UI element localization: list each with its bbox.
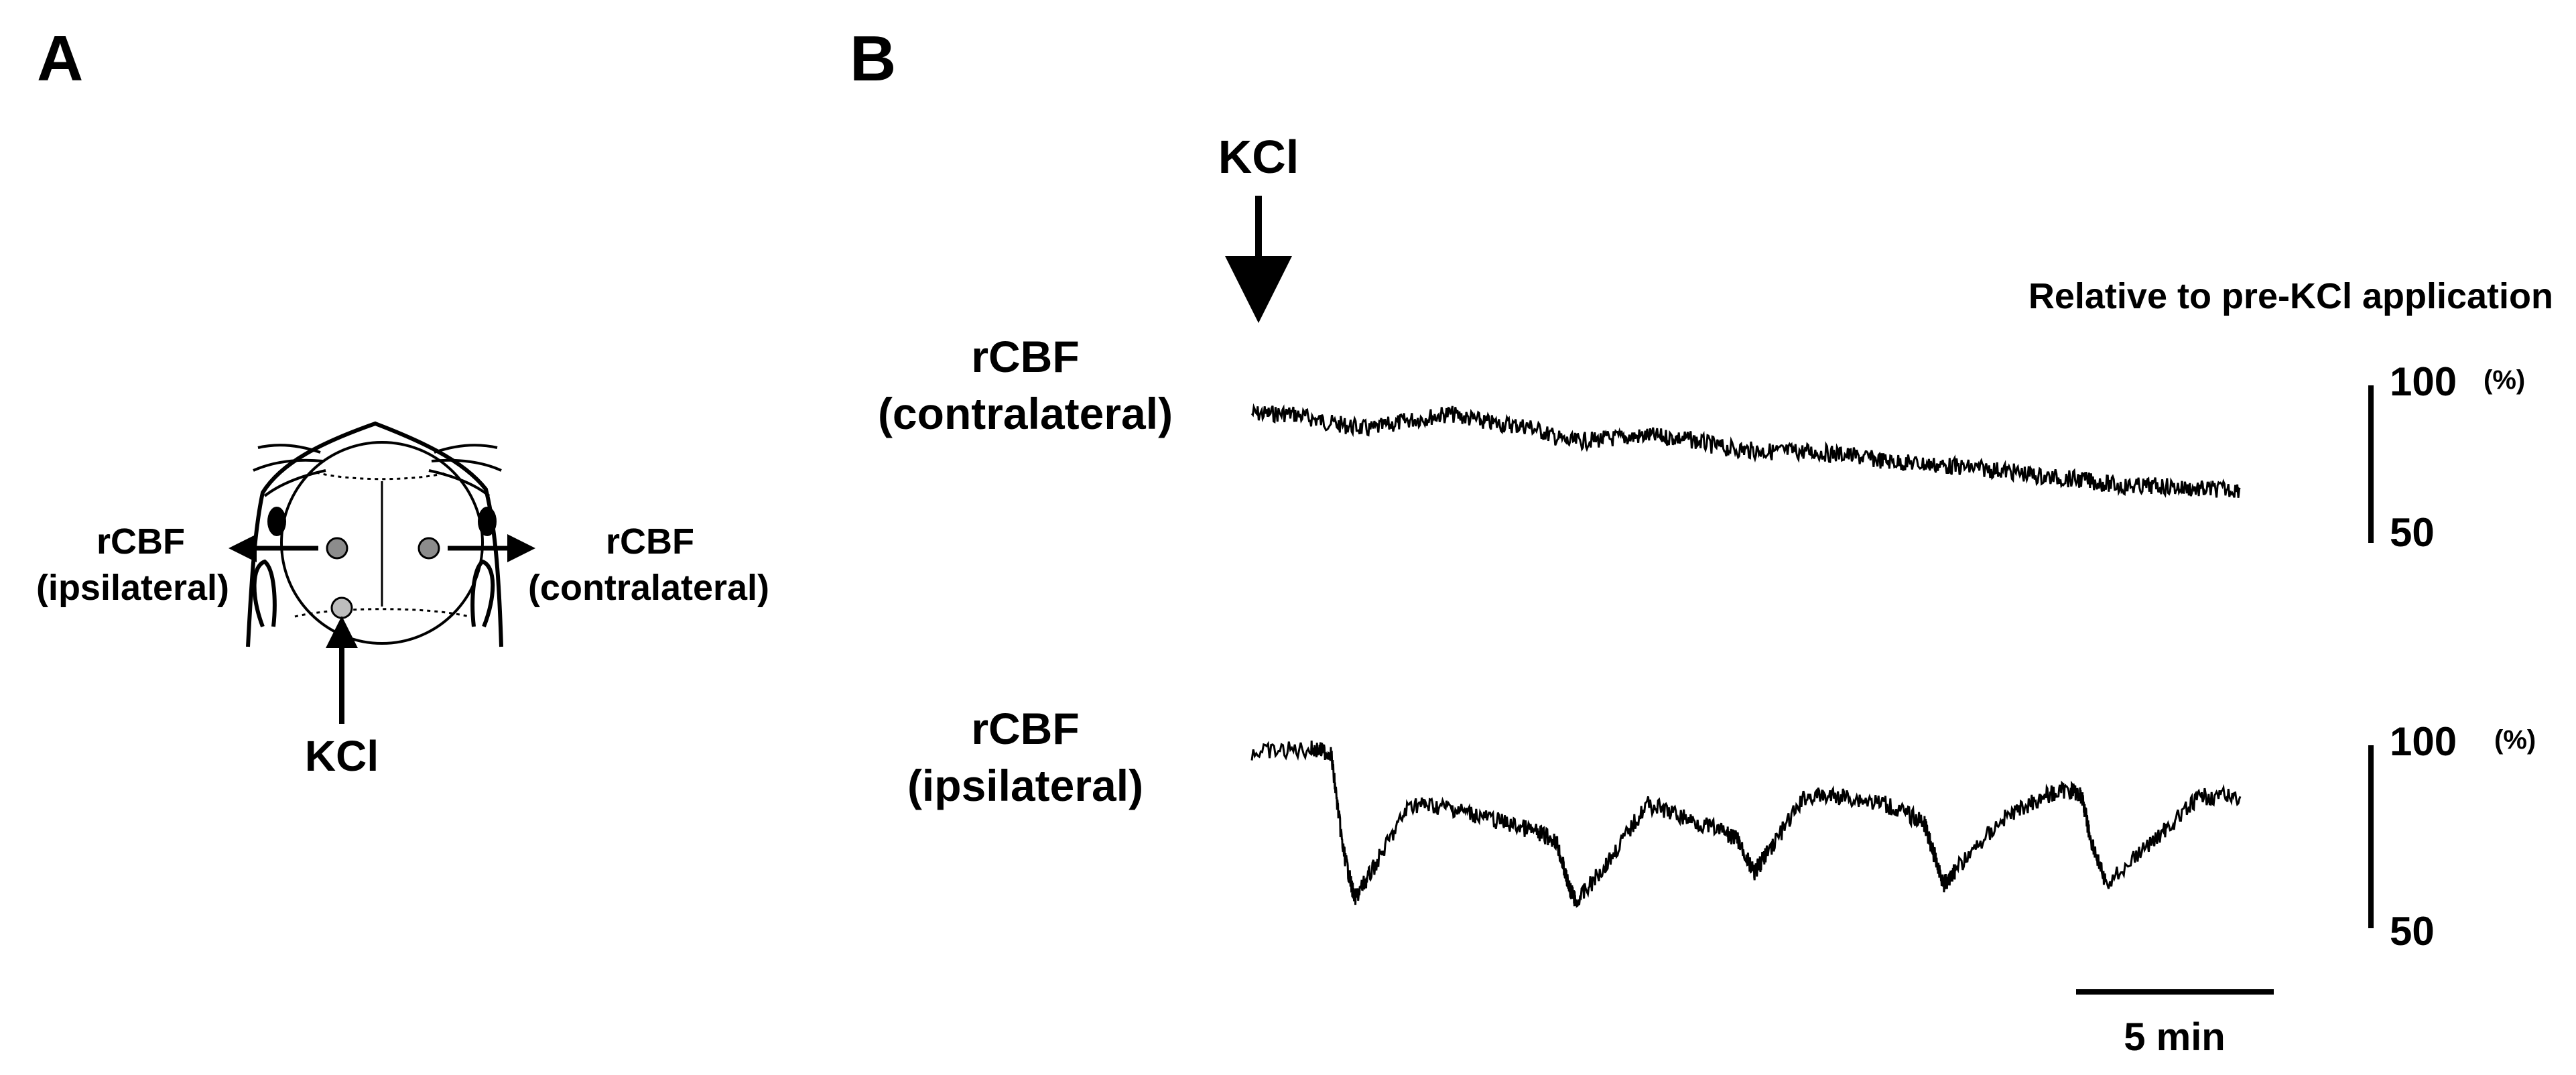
row-label-contra-line2: (contralateral) <box>878 389 1173 438</box>
scale-ipsi-bottom: 50 <box>2390 909 2435 954</box>
panel-label-a: A <box>37 23 83 94</box>
scale-ipsi-top: 100 <box>2390 719 2457 764</box>
row-label-ipsi-line2: (ipsilateral) <box>907 761 1143 810</box>
scale-contra-bottom: 50 <box>2390 510 2435 555</box>
head-outline <box>246 421 503 647</box>
right-ear <box>470 559 495 628</box>
skull-circle <box>280 441 484 645</box>
data-point-contralateral-13 <box>1764 450 1767 453</box>
lambda-suture <box>294 608 470 618</box>
kcl-marker-label: KCl <box>1218 131 1299 183</box>
probe-contralateral <box>417 537 440 560</box>
trace-ipsilateral <box>1250 740 2242 908</box>
diagram-label-contra-line2: (contralateral) <box>528 568 769 608</box>
left-eye <box>267 507 286 536</box>
row-label-ipsi-line1: rCBF <box>971 704 1079 753</box>
rat-head-diagram <box>246 421 503 647</box>
panel-label-b: B <box>850 23 896 94</box>
diagram-label-contra-line1: rCBF <box>606 521 694 562</box>
reference-note: Relative to pre-KCl application <box>2028 276 2553 316</box>
trace-ipsilateral-points <box>1250 747 2242 903</box>
right-eye <box>478 507 497 536</box>
left-ear <box>252 559 277 628</box>
probe-ipsilateral <box>326 537 348 560</box>
scale-contra-unit: (%) <box>2484 365 2525 395</box>
diagram-kcl-label: KCl <box>305 732 379 780</box>
trace-contralateral <box>1250 403 2241 498</box>
time-scale-label: 5 min <box>2124 1015 2226 1059</box>
scale-contra-top: 100 <box>2390 359 2457 404</box>
bregma-suture <box>316 471 448 481</box>
kcl-site <box>330 596 353 619</box>
scale-ipsi-unit: (%) <box>2494 725 2536 755</box>
row-label-contra-line1: rCBF <box>971 332 1079 381</box>
diagram-label-ipsi-line2: (ipsilateral) <box>36 568 229 608</box>
diagram-label-ipsi-line1: rCBF <box>96 521 185 562</box>
